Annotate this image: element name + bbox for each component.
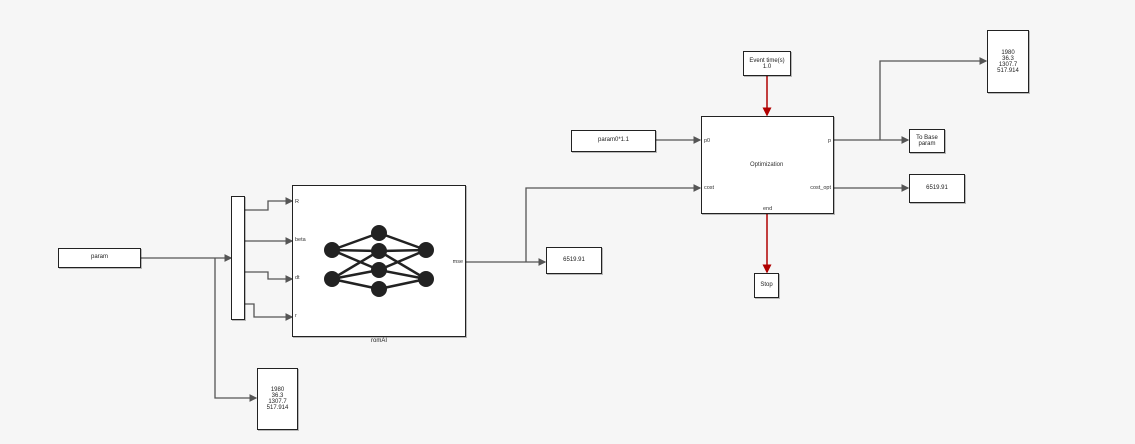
stop-block[interactable]: Stop [754, 273, 779, 298]
mse-display-value: 6519.91 [563, 256, 585, 263]
demux-block[interactable] [231, 196, 245, 320]
optimization-port-p: p [827, 138, 831, 144]
optimization-port-cost-opt: cost_opt [810, 185, 831, 191]
cost-opt-display-block[interactable]: 6519.91 [909, 174, 965, 203]
p-display-block[interactable]: 1980 36.3 1307.7 517.914 [987, 30, 1029, 93]
to-base-line2: param [918, 141, 936, 147]
display-value: 1980 [1001, 49, 1015, 56]
param0-source-label: param0*1.1 [597, 137, 630, 144]
romai-port-r: r [295, 313, 297, 319]
optimization-block[interactable]: p0 cost p cost_opt end Optimization [701, 116, 834, 214]
optimization-port-end: end [763, 206, 773, 212]
optimization-title: Optimization [750, 162, 784, 168]
to-base-line1: To Base [916, 135, 938, 141]
neural-network-icon [324, 225, 434, 297]
optimization-port-p0: p0 [704, 138, 711, 144]
display-value: 36.3 [271, 393, 284, 399]
display-value: 1307.7 [268, 399, 287, 405]
wire-p-display [879, 57, 988, 140]
wire-param-display [214, 258, 258, 402]
stop-label: Stop [760, 281, 773, 288]
event-time-block[interactable]: Event time(s) 1.0 [743, 51, 791, 76]
optimization-port-cost: cost [704, 185, 715, 191]
event-time-value: 1.0 [762, 63, 772, 70]
display-value: 1980 [270, 387, 285, 393]
cost-opt-display-value: 6519.91 [926, 184, 948, 191]
display-value: 1307.7 [998, 61, 1018, 68]
display-value: 517.914 [266, 405, 289, 411]
to-base-block[interactable]: To Base param [909, 129, 945, 153]
param-display-block[interactable]: 1980 36.3 1307.7 517.914 [257, 368, 298, 430]
wire-demux-dt [245, 271, 294, 283]
romai-port-dt: dt [295, 275, 300, 281]
param-source-block[interactable]: param [58, 248, 141, 268]
event-time-title: Event time(s) [749, 57, 785, 64]
wire-mse-cost [525, 184, 702, 262]
mse-display-block[interactable]: 6519.91 [546, 247, 602, 274]
display-value: 517.914 [997, 67, 1019, 74]
param-source-label: param [90, 254, 108, 261]
romai-port-mse: mse [452, 259, 463, 265]
romai-caption: romAI [371, 338, 388, 344]
romai-block[interactable]: R beta dt r mse [292, 185, 466, 337]
wire-demux-r [245, 303, 294, 321]
wire-demux-R [245, 197, 294, 211]
display-value: 36.3 [1002, 55, 1014, 62]
param0-source-block[interactable]: param0*1.1 [571, 130, 656, 152]
romai-port-beta: beta [295, 237, 306, 243]
romai-port-R: R [295, 199, 299, 205]
